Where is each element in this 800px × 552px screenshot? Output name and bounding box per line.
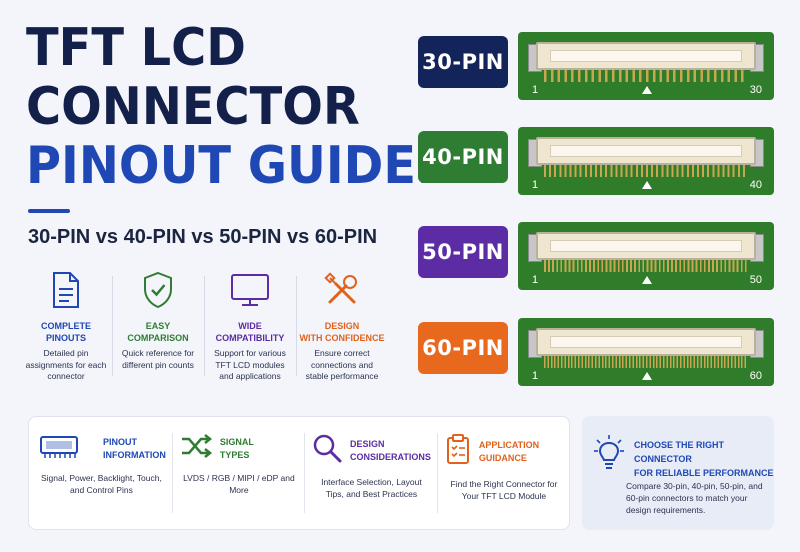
feature-title: COMPATIBILITY (215, 333, 285, 343)
info-desc: LVDS / RGB / MIPI / eDP and More (183, 473, 295, 495)
feature-complete-pinouts: COMPLETE PINOUTS Detailed pin assignments… (20, 270, 112, 400)
pin-number-last: 50 (749, 274, 762, 286)
feature-title: EASY (145, 321, 171, 331)
info-title: DESIGN (350, 438, 385, 449)
connector-row-60: 60-PIN 1 60 (418, 318, 774, 388)
connector-image: 1 50 (518, 222, 774, 290)
connector-image: 1 40 (518, 127, 774, 195)
pin-number-first: 1 (532, 274, 539, 286)
feature-title: WITH CONFIDENCE (299, 333, 385, 343)
pin-number-last: 40 (749, 179, 762, 191)
pin-number-last: 60 (749, 370, 762, 382)
info-title: TYPES (219, 449, 250, 460)
feature-list: COMPLETE PINOUTS Detailed pin assignments… (20, 270, 390, 400)
pin-label: 50-PIN (418, 226, 508, 278)
cta-desc: Compare 30-pin, 40-pin, 50-pin, and 60-p… (626, 481, 763, 515)
info-title: INFORMATION (103, 449, 166, 460)
feature-design-confidence: DESIGN WITH CONFIDENCE Ensure correct con… (296, 270, 388, 400)
clipboard-icon (445, 433, 471, 470)
document-icon (20, 270, 112, 310)
pin-label: 30-PIN (418, 36, 508, 88)
feature-desc: Quick reference for different pin counts (121, 348, 195, 370)
pin-number-first: 1 (532, 370, 539, 382)
info-design-considerations: DESIGN CONSIDERATIONS Interface Selection… (304, 417, 437, 529)
title-line-2: CONNECTOR (26, 77, 360, 137)
feature-title: COMPLETE (40, 321, 91, 331)
shield-check-icon (112, 270, 204, 310)
feature-easy-comparison: EASY COMPARISON Quick reference for diffe… (112, 270, 204, 400)
tools-icon (296, 270, 388, 310)
connector-row-30: 30-PIN 1 30 (418, 32, 774, 102)
cta-title: FOR RELIABLE PERFORMANCE (634, 468, 774, 478)
connector-row-50: 50-PIN 1 50 (418, 222, 774, 292)
pin1-marker-icon (642, 276, 652, 284)
cta-title: CHOOSE THE RIGHT CONNECTOR (634, 440, 725, 464)
monitor-icon (204, 270, 296, 310)
title-accent-bar (28, 209, 70, 213)
subtitle: 30-PIN vs 40-PIN vs 50-PIN vs 60-PIN (28, 226, 378, 248)
title-line-1: TFT LCD (26, 18, 246, 78)
info-title: APPLICATION (478, 439, 540, 450)
shuffle-icon (180, 433, 212, 464)
info-title: CONSIDERATIONS (350, 451, 431, 462)
feature-desc: Ensure correct connections and stable pe… (305, 348, 379, 381)
feature-title: COMPARISON (127, 333, 189, 343)
info-desc: Find the Right Connector for Your TFT LC… (450, 479, 558, 501)
info-title: SIGNAL (219, 436, 254, 447)
feature-title: PINOUTS (45, 333, 86, 343)
info-desc: Interface Selection, Layout Tips, and Be… (321, 477, 422, 499)
feature-title: DESIGN (324, 321, 360, 331)
info-signal-types: SIGNAL TYPES LVDS / RGB / MIPI / eDP and … (171, 417, 304, 529)
pin-number-first: 1 (532, 84, 539, 96)
feature-desc: Support for various TFT LCD modules and … (214, 348, 286, 381)
pin1-marker-icon (642, 181, 652, 189)
feature-desc: Detailed pin assignments for each connec… (25, 348, 107, 381)
pin-label: 40-PIN (418, 131, 508, 183)
info-desc: Signal, Power, Backlight, Touch, and Con… (41, 473, 162, 495)
magnifier-icon (312, 433, 342, 468)
pin-number-last: 30 (749, 84, 762, 96)
cta-panel: CHOOSE THE RIGHT CONNECTOR FOR RELIABLE P… (582, 416, 774, 530)
info-application-guidance: APPLICATION GUIDANCE Find the Right Conne… (436, 417, 569, 529)
connector-image: 1 60 (518, 318, 774, 386)
pin1-marker-icon (642, 372, 652, 380)
connector-image: 1 30 (518, 32, 774, 100)
pin-label: 60-PIN (418, 322, 508, 374)
info-pinout: PINOUT INFORMATION Signal, Power, Backlig… (29, 417, 172, 529)
chip-icon (37, 433, 81, 464)
feature-title: WIDE (238, 321, 262, 331)
feature-wide-compatibility: WIDE COMPATIBILITY Support for various TF… (204, 270, 296, 400)
info-panel: PINOUT INFORMATION Signal, Power, Backlig… (28, 416, 570, 530)
pin-number-first: 1 (532, 179, 539, 191)
lightbulb-icon (594, 434, 624, 479)
connector-row-40: 40-PIN 1 40 (418, 127, 774, 197)
title-line-3: PINOUT GUIDE: (26, 136, 436, 196)
info-title: PINOUT (103, 436, 138, 447)
info-title: GUIDANCE (478, 452, 527, 463)
pin1-marker-icon (642, 86, 652, 94)
